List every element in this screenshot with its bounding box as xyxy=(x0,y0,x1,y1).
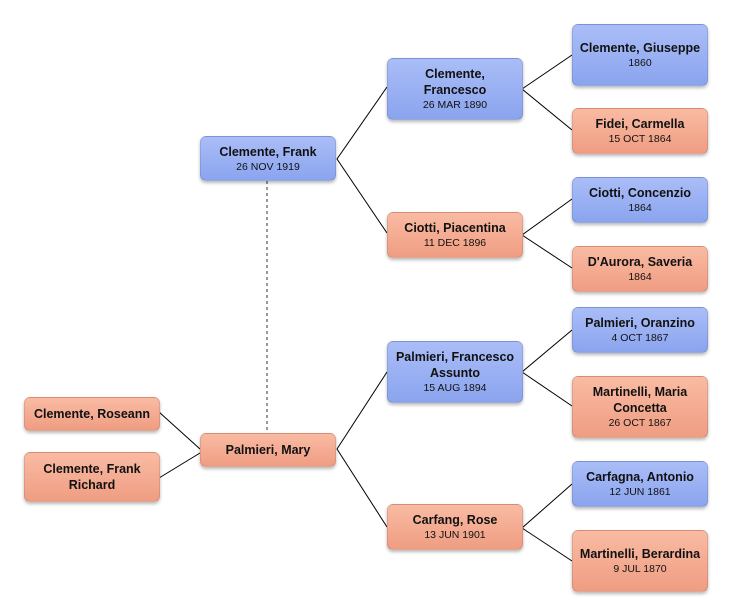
connector-piacentina-parents xyxy=(521,198,573,269)
person-piacentina[interactable]: Ciotti, Piacentina 11 DEC 1896 xyxy=(387,212,523,258)
person-rose[interactable]: Carfang, Rose 13 JUN 1901 xyxy=(387,504,523,550)
person-name: Clemente, Giuseppe xyxy=(579,41,701,55)
person-name: D'Aurora, Saveria xyxy=(587,255,693,269)
connector-frank-richard-mary xyxy=(158,452,201,479)
person-saveria[interactable]: D'Aurora, Saveria 1864 xyxy=(572,246,708,292)
person-antonio[interactable]: Carfagna, Antonio 12 JUN 1861 xyxy=(572,461,708,507)
person-date: 1864 xyxy=(628,271,652,283)
person-date: 9 JUL 1870 xyxy=(613,563,667,575)
connector-francesco-parents xyxy=(521,54,573,131)
person-name: Palmieri, Oranzino xyxy=(585,316,695,330)
connector-mary-parents xyxy=(336,371,388,528)
person-name: Carfang, Rose xyxy=(412,513,498,527)
person-name: Clemente, Frank xyxy=(219,144,317,159)
person-name: Martinelli, Maria Concetta xyxy=(592,385,688,415)
person-name: Palmieri, Francesco Assunto xyxy=(395,350,515,380)
person-roseann[interactable]: Clemente, Roseann xyxy=(24,397,160,431)
person-date: 26 OCT 1867 xyxy=(608,417,672,429)
person-name: Martinelli, Berardina xyxy=(579,547,701,561)
person-date: 11 DEC 1896 xyxy=(423,237,487,249)
connector-roseann-mary xyxy=(158,411,201,450)
person-name: Carfagna, Antonio xyxy=(586,470,694,484)
person-frank[interactable]: Clemente, Frank 26 NOV 1919 xyxy=(200,136,336,181)
connector-rose-parents xyxy=(521,483,573,562)
person-date: 12 JUN 1861 xyxy=(609,486,671,498)
person-name: Ciotti, Concenzio xyxy=(588,186,692,200)
person-name: Clemente, Francesco xyxy=(423,67,487,97)
person-oranzino[interactable]: Palmieri, Oranzino 4 OCT 1867 xyxy=(572,307,708,353)
connector-fassunto-parents xyxy=(521,329,573,407)
person-frank-richard[interactable]: Clemente, Frank Richard xyxy=(24,452,160,502)
person-name: Ciotti, Piacentina xyxy=(404,221,506,235)
person-maria-concetta[interactable]: Martinelli, Maria Concetta 26 OCT 1867 xyxy=(572,376,708,438)
person-date: 26 NOV 1919 xyxy=(236,160,300,173)
connector-frank-parents xyxy=(336,86,388,234)
person-mary[interactable]: Palmieri, Mary xyxy=(200,433,336,467)
person-berardina[interactable]: Martinelli, Berardina 9 JUL 1870 xyxy=(572,530,708,592)
person-date: 15 OCT 1864 xyxy=(608,133,672,145)
person-date: 1860 xyxy=(628,57,652,69)
person-date: 4 OCT 1867 xyxy=(611,332,669,344)
person-date: 1864 xyxy=(628,202,652,214)
person-name: Palmieri, Mary xyxy=(225,443,311,457)
person-carmella[interactable]: Fidei, Carmella 15 OCT 1864 xyxy=(572,108,708,154)
person-name: Clemente, Frank Richard xyxy=(43,462,141,492)
person-name: Clemente, Roseann xyxy=(33,407,150,421)
person-date: 26 MAR 1890 xyxy=(422,99,488,111)
person-date: 15 AUG 1894 xyxy=(423,382,487,394)
person-date: 13 JUN 1901 xyxy=(424,529,486,541)
person-giuseppe[interactable]: Clemente, Giuseppe 1860 xyxy=(572,24,708,86)
person-concenzio[interactable]: Ciotti, Concenzio 1864 xyxy=(572,177,708,223)
person-francesco[interactable]: Clemente, Francesco 26 MAR 1890 xyxy=(387,58,523,120)
person-francesco-assunto[interactable]: Palmieri, Francesco Assunto 15 AUG 1894 xyxy=(387,341,523,403)
person-name: Fidei, Carmella xyxy=(595,117,685,131)
